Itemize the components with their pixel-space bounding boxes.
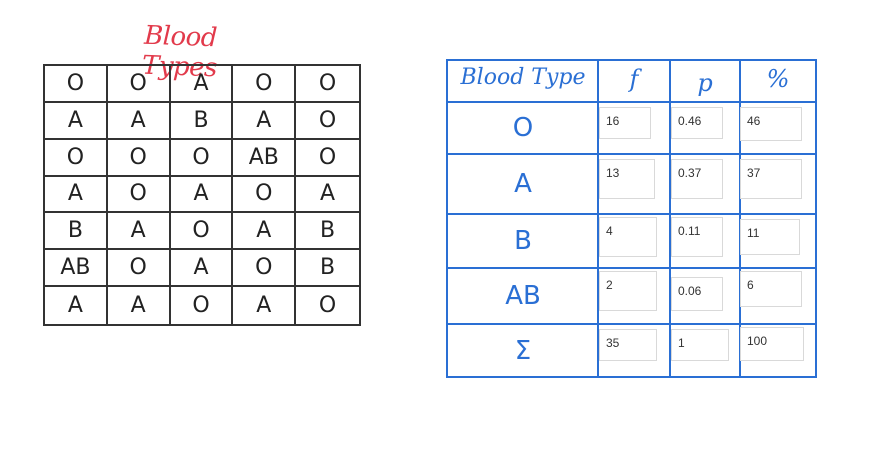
raw-cell: O xyxy=(107,176,171,214)
answer-input-p[interactable]: 0.37 xyxy=(671,159,723,199)
row-label: O xyxy=(512,113,534,143)
raw-cell: A xyxy=(233,213,297,251)
raw-cell: O xyxy=(296,66,359,103)
raw-cell: O xyxy=(107,250,171,288)
raw-cell: B xyxy=(170,102,234,140)
answer-input-pct[interactable]: 100 xyxy=(740,327,804,361)
answer-input-pct[interactable]: 46 xyxy=(740,107,802,141)
raw-cell: O xyxy=(170,213,234,251)
header-percent: % xyxy=(766,65,790,93)
raw-cell: A xyxy=(170,66,234,103)
answer-input-pct[interactable]: 11 xyxy=(740,219,800,255)
raw-cell: A xyxy=(108,287,171,324)
raw-cell: A xyxy=(170,176,234,214)
answer-input-p[interactable]: 0.46 xyxy=(671,107,723,139)
raw-cell: O xyxy=(233,250,297,288)
raw-cell: A xyxy=(45,176,108,214)
raw-cell: O xyxy=(296,140,359,177)
table-rule xyxy=(448,213,815,215)
raw-cell: B xyxy=(45,213,108,251)
answer-input-p[interactable]: 1 xyxy=(671,329,729,361)
header-blood-type: Blood Type xyxy=(460,65,586,90)
answer-input-f[interactable]: 16 xyxy=(599,107,651,139)
raw-cell: B xyxy=(296,213,359,251)
answer-input-p[interactable]: 0.06 xyxy=(671,277,723,311)
raw-cell: A xyxy=(45,102,108,140)
header-proportion: p xyxy=(697,69,713,97)
header-frequency: f xyxy=(629,65,639,93)
raw-cell: O xyxy=(107,139,171,177)
answer-input-f[interactable]: 2 xyxy=(599,271,657,311)
answer-input-f[interactable]: 4 xyxy=(599,217,657,257)
row-label: B xyxy=(514,226,532,256)
raw-cell: AB xyxy=(45,250,108,288)
answer-input-pct[interactable]: 37 xyxy=(740,159,802,199)
raw-cell: O xyxy=(171,287,234,324)
raw-cell: O xyxy=(45,139,108,177)
table-rule xyxy=(448,153,815,155)
raw-cell: AB xyxy=(233,139,297,177)
answer-input-p[interactable]: 0.11 xyxy=(671,217,723,257)
table-rule xyxy=(669,61,671,376)
table-rule xyxy=(448,323,815,325)
raw-cell: O xyxy=(296,103,359,140)
table-rule xyxy=(597,61,599,376)
row-label: Σ xyxy=(514,336,532,366)
raw-cell: A xyxy=(296,177,359,214)
row-label: AB xyxy=(505,281,541,311)
table-rule xyxy=(739,61,741,376)
table-rule xyxy=(448,267,815,269)
row-label: A xyxy=(514,169,532,199)
raw-cell: A xyxy=(233,287,297,324)
answer-input-pct[interactable]: 6 xyxy=(740,271,802,307)
table-rule xyxy=(448,101,815,103)
raw-cell: B xyxy=(296,250,359,288)
raw-cell: A xyxy=(233,102,297,140)
answer-input-f[interactable]: 13 xyxy=(599,159,655,199)
raw-cell: O xyxy=(318,293,337,319)
raw-cell: O xyxy=(233,176,297,214)
raw-cell: A xyxy=(107,102,171,140)
raw-cell: O xyxy=(170,139,234,177)
raw-cell: A xyxy=(107,213,171,251)
answer-input-f[interactable]: 35 xyxy=(599,329,657,361)
raw-cell: O xyxy=(45,66,108,103)
raw-cell: O xyxy=(233,66,297,103)
raw-cell: A xyxy=(170,250,234,288)
raw-cell: O xyxy=(107,66,171,103)
raw-cell: A xyxy=(45,287,108,324)
